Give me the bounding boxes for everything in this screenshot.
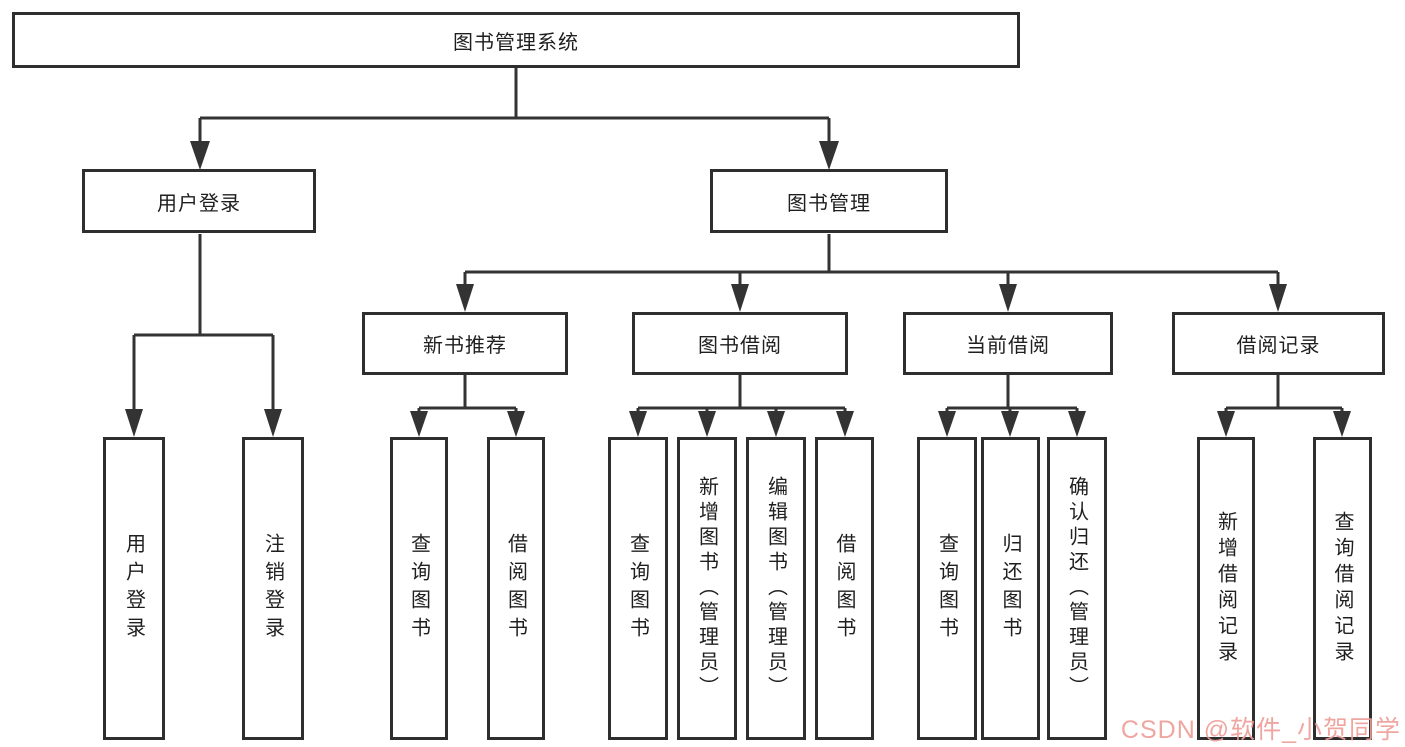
node-current-borrowing: 当前借阅: [903, 312, 1113, 375]
node-current-borrowing-label: 当前借阅: [966, 335, 1050, 357]
leaf-add-book-admin: 新增图书（管理员）: [677, 437, 737, 740]
node-borrowing-records: 借阅记录: [1172, 312, 1385, 375]
node-borrowing-records-label: 借阅记录: [1236, 335, 1321, 357]
leaf-return-book: 归还图书: [981, 437, 1040, 740]
leaf-confirm-return-admin-label: 确认归还（管理员）: [1065, 476, 1088, 701]
node-book-management-label: 图书管理: [787, 192, 871, 215]
leaf-user-login-label: 用户登录: [122, 532, 145, 645]
leaf-borrow-books-recommend: 借阅图书: [487, 437, 545, 740]
node-new-book-recommend: 新书推荐: [362, 312, 568, 375]
leaf-query-books-recommend-label: 查询图书: [407, 532, 430, 645]
leaf-return-book-label: 归还图书: [999, 532, 1021, 645]
leaf-query-borrow-record-label: 查询借阅记录: [1331, 510, 1353, 667]
leaf-borrow-books-recommend-label: 借阅图书: [504, 532, 527, 645]
node-user-login: 用户登录: [82, 169, 316, 233]
node-book-borrowing: 图书借阅: [632, 312, 848, 375]
node-new-book-recommend-label: 新书推荐: [423, 335, 507, 357]
leaf-confirm-return-admin: 确认归还（管理员）: [1047, 437, 1107, 740]
leaf-query-books-current: 查询图书: [917, 437, 977, 740]
node-root-system: 图书管理系统: [12, 12, 1020, 68]
leaf-query-books-borrowing: 查询图书: [608, 437, 668, 740]
leaf-add-book-admin-label: 新增图书（管理员）: [695, 476, 718, 701]
node-book-management: 图书管理: [710, 169, 948, 233]
leaf-logout: 注销登录: [242, 437, 304, 740]
node-book-borrowing-label: 图书借阅: [698, 335, 782, 357]
node-user-login-label: 用户登录: [157, 192, 241, 215]
leaf-edit-book-admin-label: 编辑图书（管理员）: [764, 476, 787, 701]
node-root-label: 图书管理系统: [453, 31, 579, 54]
leaf-query-books-recommend: 查询图书: [390, 437, 448, 740]
leaf-add-borrow-record-label: 新增借阅记录: [1214, 510, 1237, 667]
leaf-borrow-books-borrowing: 借阅图书: [815, 437, 874, 740]
leaf-edit-book-admin: 编辑图书（管理员）: [746, 437, 806, 740]
leaf-add-borrow-record: 新增借阅记录: [1197, 437, 1255, 740]
leaf-query-books-borrowing-label: 查询图书: [626, 532, 649, 645]
csdn-watermark: CSDN @软件_小贺同学: [1120, 716, 1401, 744]
leaf-logout-label: 注销登录: [261, 532, 284, 645]
leaf-borrow-books-borrowing-label: 借阅图书: [833, 532, 855, 645]
leaf-query-borrow-record: 查询借阅记录: [1313, 437, 1372, 740]
leaf-user-login: 用户登录: [103, 437, 165, 740]
leaf-query-books-current-label: 查询图书: [935, 532, 958, 645]
